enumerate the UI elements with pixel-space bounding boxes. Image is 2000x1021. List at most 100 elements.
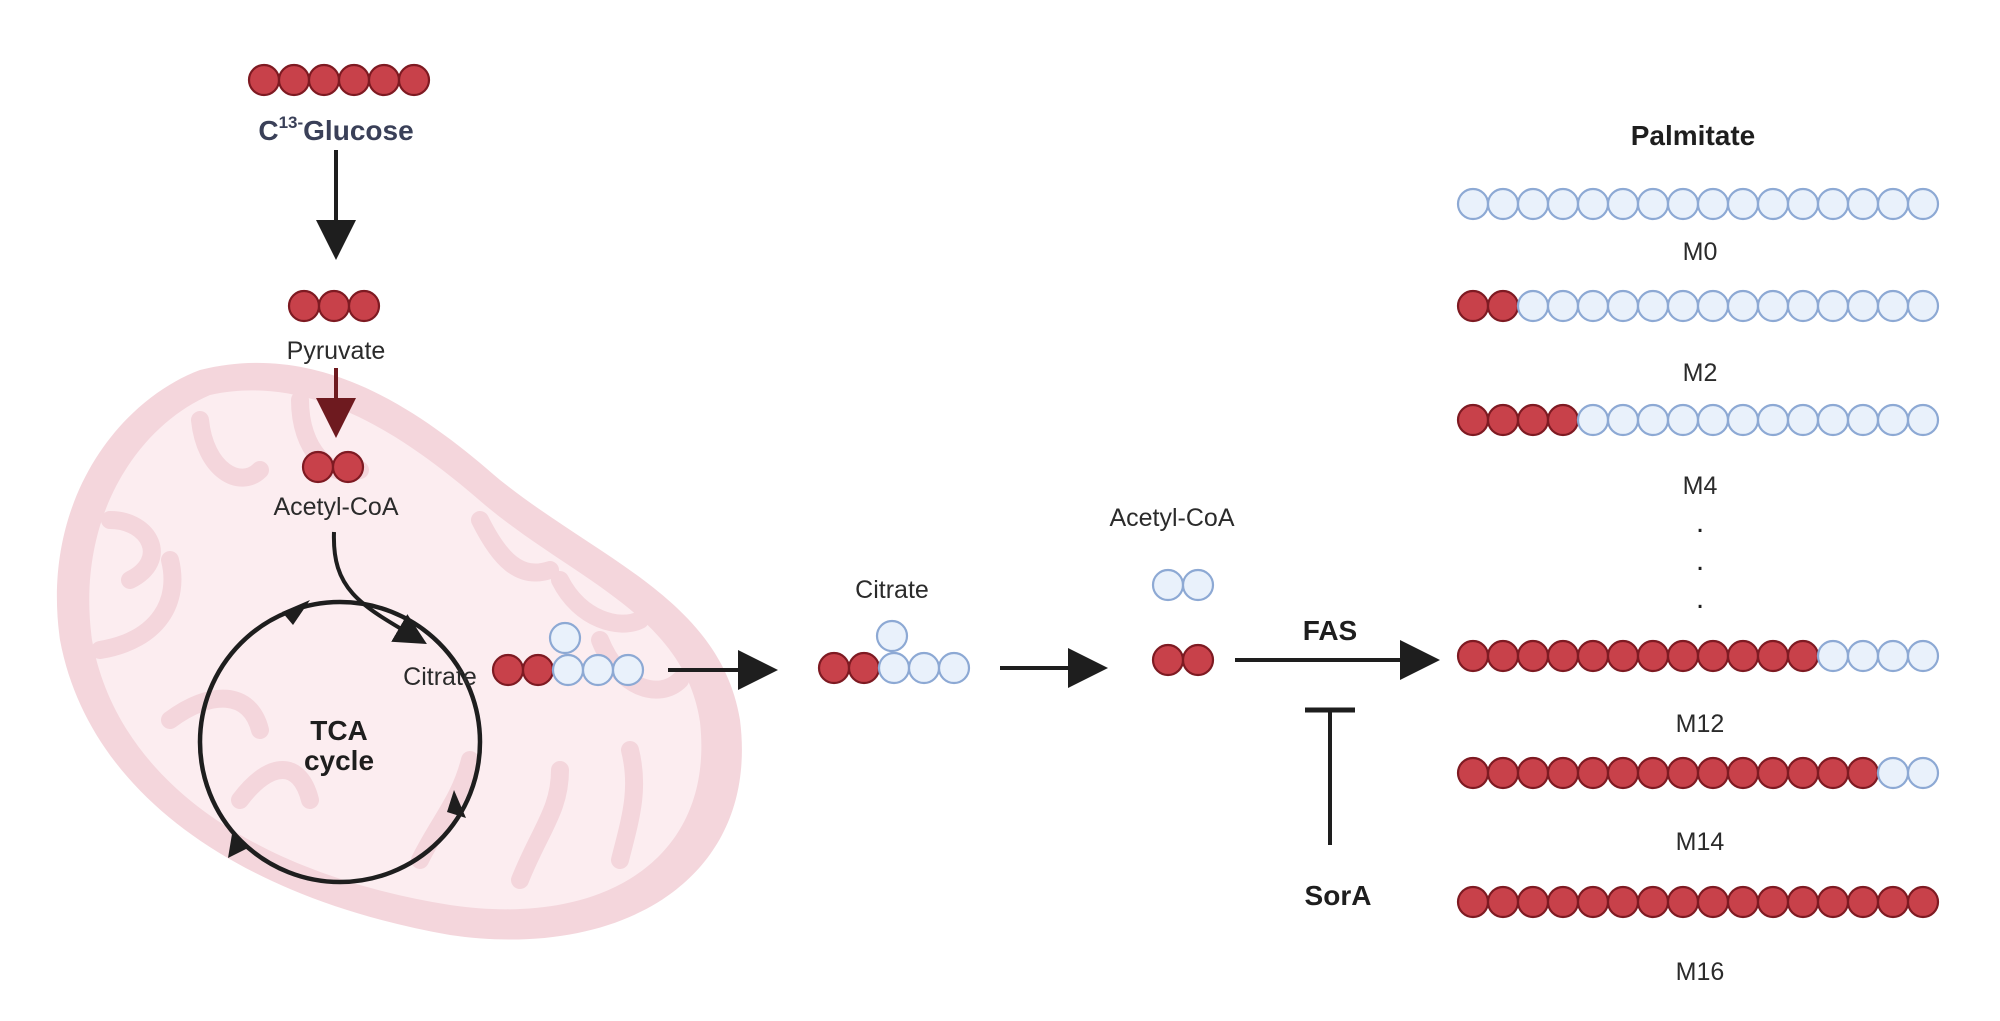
palmitate-m4-carbon-15 [1876,403,1910,437]
tca-arrowhead-bottom [228,834,250,858]
palmitate-m16-carbon-9 [1696,885,1730,919]
ellipsis-dot-3: . [1696,582,1704,615]
palmitate-m0-carbon-15 [1876,187,1910,221]
palmitate-m14-carbon-8 [1666,756,1700,790]
palmitate-m2-carbon-6 [1606,289,1640,323]
tca-cycle-label-line1: TCA [310,715,368,746]
citrate-mito-carbon-1 [491,653,525,687]
palmitate-m12-carbon-1 [1456,639,1490,673]
glucose-carbon-5 [367,63,401,97]
palmitate-m2-carbon-5 [1576,289,1610,323]
palmitate-m4-carbon-11 [1756,403,1790,437]
palmitate-m14-carbon-3 [1516,756,1550,790]
palmitate-m16-carbon-3 [1516,885,1550,919]
palmitate-m12-carbon-9 [1696,639,1730,673]
palmitate-m12-carbon-8 [1666,639,1700,673]
palmitate-row-m14: M14 [1456,756,1940,856]
pyruvate-carbon-3 [347,289,381,323]
palmitate-m4-carbon-8 [1666,403,1700,437]
palmitate-m4-carbon-6 [1606,403,1640,437]
ellipsis-dot-2: . [1696,544,1704,577]
palmitate-m0-carbon-2 [1486,187,1520,221]
citrate-mito-carbon-4 [581,653,615,687]
palmitate-m16-carbon-7 [1636,885,1670,919]
palmitate-m14-carbon-1 [1456,756,1490,790]
citrate-cyto-molecule [817,619,971,685]
palmitate-m0-carbon-5 [1576,187,1610,221]
mitochondrion-inner-space [89,390,702,910]
acetylcoa-mito-carbon-2 [331,450,365,484]
palmitate-m4-carbon-12 [1786,403,1820,437]
palmitate-m14-carbon-13 [1816,756,1850,790]
palmitate-m0-carbon-3 [1516,187,1550,221]
palmitate-m0-carbon-12 [1786,187,1820,221]
palmitate-title: Palmitate [1631,120,1756,151]
citrate-cyto-carbon-1 [817,651,851,685]
glucose-label-superscript: 13- [279,113,304,132]
isotopologue-label-m2: M2 [1683,359,1718,387]
palmitate-m14-carbon-6 [1606,756,1640,790]
palmitate-row-m16: M16 [1456,885,1940,986]
palmitate-m4-carbon-16 [1906,403,1940,437]
palmitate-m2-carbon-4 [1546,289,1580,323]
palmitate-m14-carbon-7 [1636,756,1670,790]
citrate-cyto-carbon-2 [847,651,881,685]
palmitate-m16-carbon-14 [1846,885,1880,919]
palmitate-m16-carbon-10 [1726,885,1760,919]
palmitate-m4-carbon-4 [1546,403,1580,437]
palmitate-row-m2: M2 [1456,289,1940,387]
pyruvate-carbon-2 [317,289,351,323]
palmitate-m0-carbon-9 [1696,187,1730,221]
palmitate-m2-carbon-12 [1786,289,1820,323]
tca-cycle: TCA cycle [197,599,483,885]
palmitate-m0-carbon-4 [1546,187,1580,221]
palmitate-m4-carbon-9 [1696,403,1730,437]
palmitate-m16-carbon-1 [1456,885,1490,919]
palmitate-m12-carbon-2 [1486,639,1520,673]
palmitate-m4-carbon-14 [1846,403,1880,437]
acetylcoa-mito-molecule [301,450,365,484]
isotopologue-label-m16: M16 [1676,958,1725,986]
citrate-mito-carbon-6 [548,621,582,655]
mitochondrion-cristae [91,391,689,889]
ellipsis-dot-1: . [1696,506,1704,539]
palmitate-m12-carbon-15 [1876,639,1910,673]
molecules-layer [247,63,1215,687]
palmitate-m0-carbon-10 [1726,187,1760,221]
palmitate-m14-carbon-15 [1876,756,1910,790]
palmitate-m14-carbon-12 [1786,756,1820,790]
palmitate-m2-carbon-9 [1696,289,1730,323]
palmitate-m12-carbon-13 [1816,639,1850,673]
palmitate-m2-carbon-1 [1456,289,1490,323]
glucose-label-name: Glucose [303,115,413,146]
palmitate-m14-carbon-9 [1696,756,1730,790]
tca-cycle-label-line2: cycle [304,745,374,776]
citrate-mito-carbon-2 [521,653,555,687]
palmitate-m14-carbon-11 [1756,756,1790,790]
citrate-cyto-carbon-3 [877,651,911,685]
palmitate-m16-carbon-16 [1906,885,1940,919]
palmitate-m12-carbon-4 [1546,639,1580,673]
pyruvate-label: Pyruvate [287,337,386,365]
glucose-label-base: C [258,115,278,146]
palmitate-m2-carbon-10 [1726,289,1760,323]
palmitate-m0-carbon-7 [1636,187,1670,221]
palmitate-m14-carbon-10 [1726,756,1760,790]
acetylcoa-cyto-labeled-carbon-1 [1151,643,1185,677]
arrow-acetylcoa-to-citrate [331,531,427,645]
glucose-carbon-3 [307,63,341,97]
palmitate-row-m12: M12 [1456,639,1940,738]
acetylcoa-mito-label: Acetyl-CoA [273,493,398,521]
palmitate-m12-carbon-14 [1846,639,1880,673]
glucose-carbon-2 [277,63,311,97]
pyruvate-molecule [287,289,381,323]
palmitate-m4-carbon-5 [1576,403,1610,437]
palmitate-m16-carbon-8 [1666,885,1700,919]
citrate-mito-carbon-5 [611,653,645,687]
palmitate-m4-carbon-10 [1726,403,1760,437]
palmitate-m16-carbon-5 [1576,885,1610,919]
palmitate-m2-carbon-15 [1876,289,1910,323]
palmitate-m12-carbon-3 [1516,639,1550,673]
acetylcoa-cyto-labeled-molecule [1151,643,1215,677]
